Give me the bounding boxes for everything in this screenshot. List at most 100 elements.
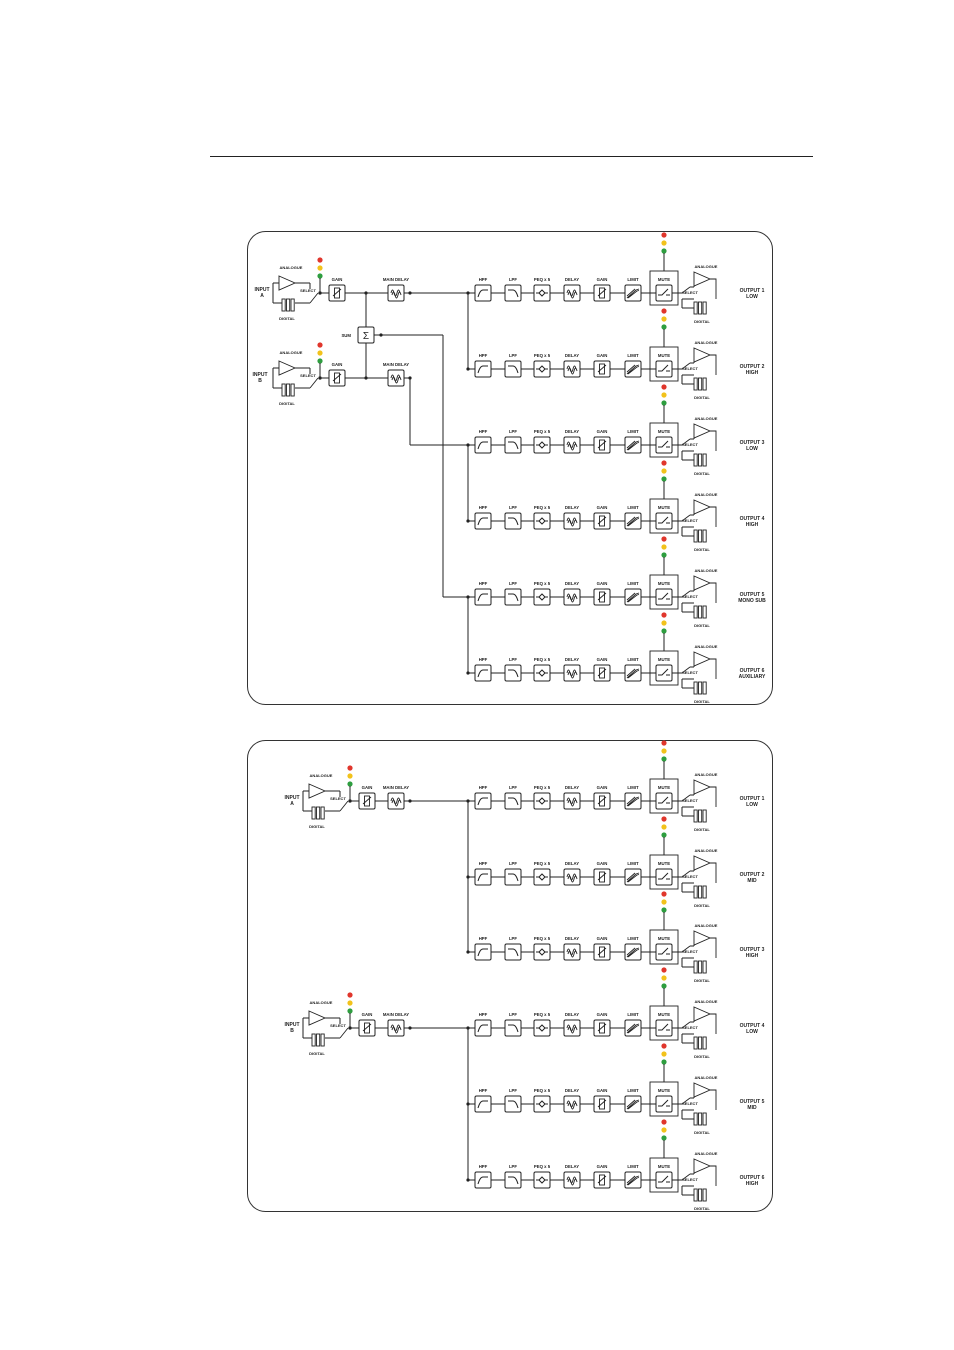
digital-input-icon-plate-3	[290, 383, 295, 397]
output-meter-led-green	[661, 476, 667, 482]
low-pass-icon	[508, 517, 519, 526]
analogue-out-amp-icon	[693, 347, 712, 363]
digital-output-icon-plate-2	[698, 529, 703, 543]
delay-wave-icon	[566, 441, 578, 451]
output-digital-label: DIGITAL	[694, 903, 710, 908]
output-meter-led-yellow	[661, 620, 667, 626]
low-pass-icon	[508, 289, 519, 298]
input-meter-led-yellow	[317, 350, 323, 356]
parametric-eq-icon	[536, 1176, 548, 1184]
output-peq-label: PEQ x 5	[534, 429, 551, 434]
output-delay-label: DELAY	[565, 1012, 579, 1017]
low-pass-icon	[508, 797, 519, 806]
output-select-label: SELECT	[682, 442, 698, 447]
output-mute-label: MUTE	[658, 1012, 670, 1017]
gain-fader-icon	[599, 1098, 605, 1110]
output-label-line2: LOW	[746, 1029, 758, 1035]
input-meter-led-red	[347, 765, 353, 771]
output-meter-led-yellow	[661, 899, 667, 905]
output-lpf-label: LPF	[509, 936, 517, 941]
limiter-curve-icon	[626, 947, 640, 958]
analogue-label: ANALOGUE	[280, 265, 303, 270]
output-mute-label: MUTE	[658, 657, 670, 662]
parametric-eq-icon	[536, 797, 548, 805]
output-meter-led-green	[661, 324, 667, 330]
output-delay-label: DELAY	[565, 861, 579, 866]
input-meter-led-red	[347, 992, 353, 998]
output-peq-label: PEQ x 5	[534, 657, 551, 662]
select-label: SELECT	[330, 1023, 346, 1028]
analogue-out-wire	[710, 582, 717, 603]
output-delay-label: DELAY	[565, 581, 579, 586]
high-pass-icon	[477, 1100, 488, 1109]
input-meter-led-green	[347, 781, 353, 787]
output-mute-label: MUTE	[658, 785, 670, 790]
limiter-curve-icon	[626, 592, 640, 603]
header-rule	[210, 156, 813, 157]
output-meter-led-green	[661, 400, 667, 406]
digital-output-icon-plate-2	[698, 377, 703, 391]
low-pass-icon	[508, 365, 519, 374]
output-digital-label: DIGITAL	[694, 1206, 710, 1211]
output-delay-block	[563, 512, 581, 530]
output-lpf-label: LPF	[509, 429, 517, 434]
mute-switch-icon	[658, 796, 670, 804]
input-label-line2: A	[260, 293, 264, 299]
junction-dot	[348, 799, 352, 803]
digital-label: DIGITAL	[309, 824, 325, 829]
output-delay-label: DELAY	[565, 505, 579, 510]
digital-input-icon-plate-1	[281, 298, 286, 312]
input-label-line1: INPUT	[285, 1022, 300, 1028]
input-meter-led-yellow	[317, 265, 323, 271]
output-label-line2: MID	[747, 878, 757, 884]
input-gain-label: GAIN	[332, 362, 343, 367]
output-limit-label: LIMIT	[627, 581, 639, 586]
digital-output-icon-plate-3	[702, 1188, 707, 1202]
high-pass-icon	[477, 1176, 488, 1185]
output-meter-led-red	[661, 740, 667, 746]
output-analogue-label: ANALOGUE	[695, 923, 718, 928]
output-limit-label: LIMIT	[627, 1088, 639, 1093]
output-select-switch	[681, 666, 691, 674]
analogue-out-amp-icon	[693, 1082, 712, 1098]
output-hpf-block	[474, 868, 492, 886]
gain-fader-icon	[599, 287, 605, 299]
digital-input-icon-plate-1	[311, 806, 316, 820]
output-analogue-label: ANALOGUE	[695, 416, 718, 421]
select-switch-icon	[309, 377, 319, 389]
delay-wave-icon	[390, 1024, 402, 1034]
gain-fader-icon	[599, 363, 605, 375]
gain-fader-icon	[599, 667, 605, 679]
output-meter-led-red	[661, 1119, 667, 1125]
delay-wave-icon	[390, 289, 402, 299]
output-limit-label: LIMIT	[627, 861, 639, 866]
output-peq-label: PEQ x 5	[534, 353, 551, 358]
input-gain-label: GAIN	[332, 277, 343, 282]
output-label-line2: HIGH	[746, 370, 759, 376]
input-meter-led-red	[317, 257, 323, 263]
output-analogue-label: ANALOGUE	[695, 492, 718, 497]
output-select-label: SELECT	[682, 670, 698, 675]
output-label-line2: LOW	[746, 294, 758, 300]
output-label-line1: OUTPUT 2	[740, 364, 765, 370]
high-pass-icon	[477, 289, 488, 298]
delay-wave-icon	[566, 669, 578, 679]
gain-fader-slash	[597, 947, 607, 956]
digital-label: DIGITAL	[279, 316, 295, 321]
junction-dot	[408, 376, 412, 380]
output-meter-led-green	[661, 628, 667, 634]
output-select-switch	[681, 870, 691, 878]
output-label-line1: OUTPUT 6	[740, 668, 765, 674]
output-digital-label: DIGITAL	[694, 1054, 710, 1059]
output-hpf-label: HPF	[479, 861, 488, 866]
output-label-line1: OUTPUT 3	[740, 947, 765, 953]
output-gain-label: GAIN	[597, 1012, 608, 1017]
output-delay-block	[563, 1019, 581, 1037]
select-label: SELECT	[300, 373, 316, 378]
delay-wave-icon	[566, 1024, 578, 1034]
mute-switch-icon	[658, 288, 670, 296]
digital-input-icon-plate-2	[316, 1033, 321, 1047]
output-mute-label: MUTE	[658, 581, 670, 586]
input-meter-led-green	[317, 358, 323, 364]
main-delay-block	[387, 1019, 405, 1037]
